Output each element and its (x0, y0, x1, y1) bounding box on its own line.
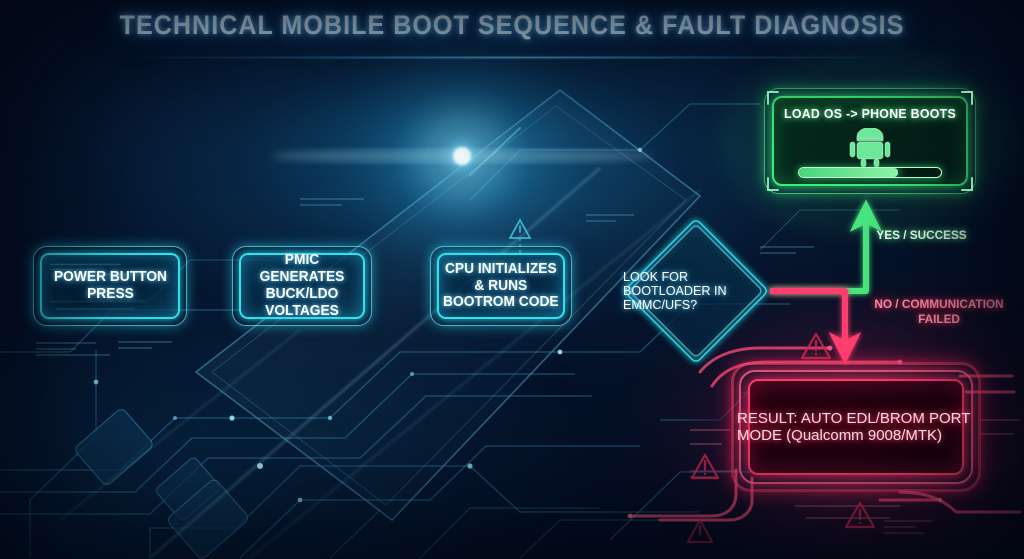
android-robot-icon (849, 128, 891, 168)
flow-step-pmic-voltages[interactable]: PMIC GENERATES BUCK/LDO VOLTAGES (232, 246, 372, 326)
outcome-load-os-phone-boots[interactable]: LOAD OS -> PHONE BOOTS (764, 88, 976, 194)
success-label: LOAD OS -> PHONE BOOTS (783, 106, 956, 121)
success-outer-frame (764, 88, 976, 194)
red-circuit-traces-fine (690, 419, 1020, 519)
node-outer-frame (430, 246, 572, 326)
success-corner-brackets (767, 91, 973, 191)
flow-step-label: CPU INITIALIZES & RUNS BOOTROM CODE (443, 260, 559, 311)
boot-progress-fill (799, 168, 899, 177)
title-block: TECHNICAL MOBILE BOOT SEQUENCE & FAULT D… (0, 10, 1024, 41)
warning-triangle-icon (844, 501, 876, 529)
failure-label: RESULT: AUTO EDL/BROM PORT MODE (Qualcom… (737, 410, 971, 444)
node-inner-frame (437, 253, 565, 319)
chip-packages (75, 391, 781, 559)
edge-label-yes-success: YES / SUCCESS (876, 228, 967, 242)
flow-step-cpu-bootrom[interactable]: CPU INITIALIZES & RUNS BOOTROM CODE (430, 246, 572, 326)
node-inner-frame (239, 253, 365, 319)
edge-label-no-communication-failed: NO / COMMUNICATION FAILED (874, 297, 1004, 326)
hud-scanlines (42, 255, 178, 317)
flow-step-power-button-press[interactable]: POWER BUTTON PRESS (33, 246, 187, 326)
flow-step-label: POWER BUTTON PRESS (53, 269, 167, 302)
failure-mid-frame (739, 370, 973, 484)
node-outer-frame (33, 246, 187, 326)
flow-step-label: PMIC GENERATES BUCK/LDO VOLTAGES (259, 252, 345, 319)
flow-decision-bootloader-check[interactable]: LOOK FOR BOOTLOADER IN EMMC/UFS? (622, 217, 770, 365)
outcome-edl-brom-port-mode[interactable]: RESULT: AUTO EDL/BROM PORT MODE (Qualcom… (731, 362, 981, 492)
node-inner-frame (40, 253, 180, 319)
title-underline-glow (140, 56, 884, 59)
boot-progress-bar (798, 167, 942, 178)
warning-triangle-icon (508, 218, 532, 254)
trace-nodes (93, 147, 643, 503)
failure-outer-frame (731, 362, 981, 492)
flow-decision-label: LOOK FOR BOOTLOADER IN EMMC/UFS? (623, 270, 727, 312)
connector-no-path (770, 288, 862, 365)
warning-triangle-icon (686, 518, 714, 544)
warning-triangle-icon (690, 453, 720, 480)
page-title: TECHNICAL MOBILE BOOT SEQUENCE & FAULT D… (119, 10, 905, 40)
warning-triangle-icon (800, 332, 832, 360)
node-outer-frame (232, 246, 372, 326)
failure-inner-frame (748, 379, 964, 475)
